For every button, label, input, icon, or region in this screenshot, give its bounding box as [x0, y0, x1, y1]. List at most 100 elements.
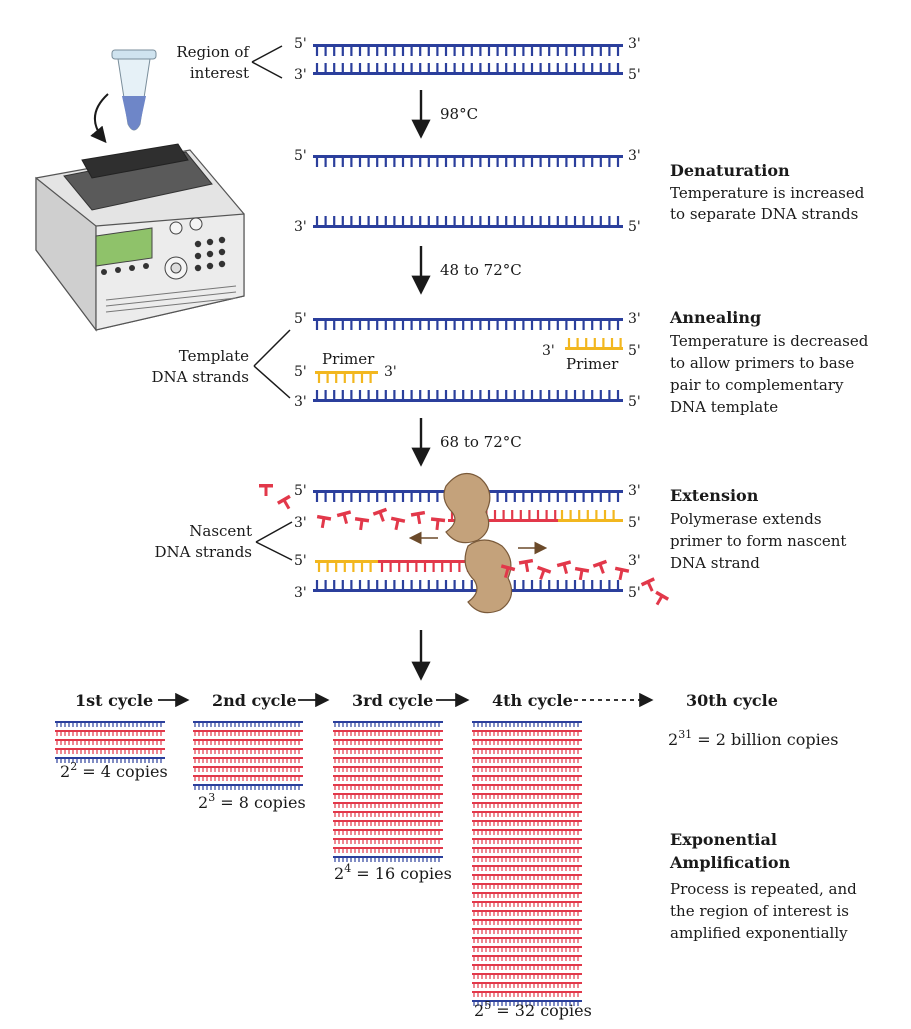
extension-template-bottom: [313, 580, 623, 592]
end-5-prime: 5': [294, 311, 307, 327]
primer-end-3-prime: 3': [384, 364, 397, 380]
end-3-prime: 3': [628, 483, 641, 499]
step-title: Denaturation: [670, 161, 790, 180]
svg-text:amplified exponentially: amplified exponentially: [670, 924, 848, 942]
end-5-prime: 5': [628, 585, 641, 601]
svg-text:Template: Template: [179, 347, 249, 365]
cycle-label-1: 1st cycle: [75, 691, 153, 710]
copy-count-4: 25 = 32 copies: [474, 999, 592, 1020]
denatured-top-strand: [313, 155, 623, 167]
step-extension: Extension Polymerase extends primer to f…: [670, 486, 846, 572]
step-exponential-amplification: Exponential Amplification Process is rep…: [669, 830, 857, 942]
nucleotide-icon: [276, 494, 291, 510]
end-5-prime: 5': [628, 67, 641, 83]
svg-text:Temperature is increased: Temperature is increased: [670, 184, 865, 202]
end-5-prime: 5': [628, 394, 641, 410]
primer-end-5-prime: 5': [628, 343, 641, 359]
end-3-prime: 3': [628, 148, 641, 164]
end-3-prime: 3': [628, 311, 641, 327]
nucleotide-icon: [500, 564, 516, 579]
nucleotide-icon: [430, 517, 446, 531]
primer-label-left: Primer: [322, 350, 375, 368]
svg-text:interest: interest: [190, 64, 249, 82]
svg-text:Nascent: Nascent: [189, 522, 252, 540]
nucleotide-icon: [316, 514, 332, 529]
nucleotide-icon: [390, 516, 406, 531]
svg-text:the region of interest is: the region of interest is: [670, 902, 849, 920]
nucleotide-icon: [354, 517, 370, 531]
copy-stack-cycle-3: [333, 721, 443, 862]
region-bottom-strand: [313, 63, 623, 75]
svg-text:DNA strands: DNA strands: [151, 368, 249, 386]
cycle-label-30: 30th cycle: [686, 691, 778, 710]
copy-count-3: 24 = 16 copies: [334, 862, 452, 883]
cycle-label-4: 4th cycle: [492, 691, 573, 710]
end-3-prime: 3': [294, 585, 307, 601]
end-5-prime: 5': [294, 483, 307, 499]
thermocycler-icon: [35, 49, 245, 332]
copy-stack-cycle-2: [193, 721, 303, 790]
nucleotide-icon: [592, 559, 608, 574]
end-5-prime: 5': [294, 553, 307, 569]
primer-right: [565, 338, 623, 350]
end-3-prime: 3': [294, 394, 307, 410]
nucleotide-icon: [574, 566, 590, 581]
nucleotide-icon: [536, 565, 552, 580]
nascent-strand-bottom: [315, 560, 472, 572]
svg-text:to separate DNA strands: to separate DNA strands: [670, 205, 858, 223]
svg-text:Exponential: Exponential: [670, 830, 777, 849]
nucleotide-icon: [259, 484, 273, 496]
nucleotide-icon: [614, 566, 630, 581]
cycle-row: 1st cycle 2nd cycle 3rd cycle 4th cycle …: [75, 691, 778, 710]
svg-text:pair to complementary: pair to complementary: [670, 376, 844, 394]
svg-text:Temperature is decreased: Temperature is decreased: [670, 332, 869, 350]
cycle-label-3: 3rd cycle: [352, 691, 433, 710]
extend-temp: 68 to 72°C: [440, 433, 522, 451]
template-strands-label: Template DNA strands: [151, 329, 291, 399]
svg-text:Process is repeated, and: Process is repeated, and: [670, 880, 857, 898]
step-annealing: Annealing Temperature is decreased to al…: [669, 308, 869, 416]
polymerase-enzyme-bottom: [464, 539, 513, 614]
nucleotide-icon: [372, 507, 388, 522]
region-of-interest-label: Region of interest: [176, 43, 283, 82]
end-5-prime: 5': [628, 219, 641, 235]
nucleotide-icon: [518, 558, 534, 573]
end-3-prime: 3': [628, 553, 641, 569]
sample-tube-icon: [111, 49, 157, 131]
primer-end-3-prime: 3': [542, 343, 555, 359]
step-title: Extension: [670, 486, 759, 505]
nucleotide-icon: [410, 510, 426, 525]
denature-temp: 98°C: [440, 105, 478, 123]
copy-count-2: 23 = 8 copies: [198, 791, 306, 812]
nucleotide-icon: [556, 560, 572, 575]
svg-text:Polymerase extends: Polymerase extends: [670, 510, 822, 528]
svg-text:Region of: Region of: [176, 43, 250, 61]
nucleotide-icon: [655, 590, 670, 606]
svg-text:DNA template: DNA template: [670, 398, 778, 416]
template-top-strand: [313, 318, 623, 330]
region-top-strand: [313, 44, 623, 56]
copy-count-1: 22 = 4 copies: [60, 760, 168, 781]
svg-text:DNA strand: DNA strand: [670, 554, 760, 572]
end-5-prime: 5': [628, 515, 641, 531]
primer-end-5-prime: 5': [294, 364, 307, 380]
copy-stack-cycle-4: [472, 721, 582, 1006]
end-3-prime: 3': [294, 515, 307, 531]
primer-label-right: Primer: [566, 355, 619, 373]
anneal-temp: 48 to 72°C: [440, 261, 522, 279]
end-3-prime: 3': [628, 36, 641, 52]
svg-text:Amplification: Amplification: [669, 853, 791, 872]
nucleotide-icon: [640, 577, 655, 592]
polymerase-enzyme-top: [443, 472, 491, 544]
template-bottom-strand: [313, 390, 623, 402]
cycle-label-2: 2nd cycle: [212, 691, 297, 710]
end-5-prime: 5': [294, 36, 307, 52]
copy-count-30: 231 = 2 billion copies: [668, 728, 838, 749]
step-title: Annealing: [669, 308, 761, 327]
nascent-strands-label: Nascent DNA strands: [154, 521, 293, 561]
end-5-prime: 5': [294, 148, 307, 164]
step-denaturation: Denaturation Temperature is increased to…: [670, 161, 865, 223]
end-3-prime: 3': [294, 67, 307, 83]
primer-left: [315, 371, 378, 383]
